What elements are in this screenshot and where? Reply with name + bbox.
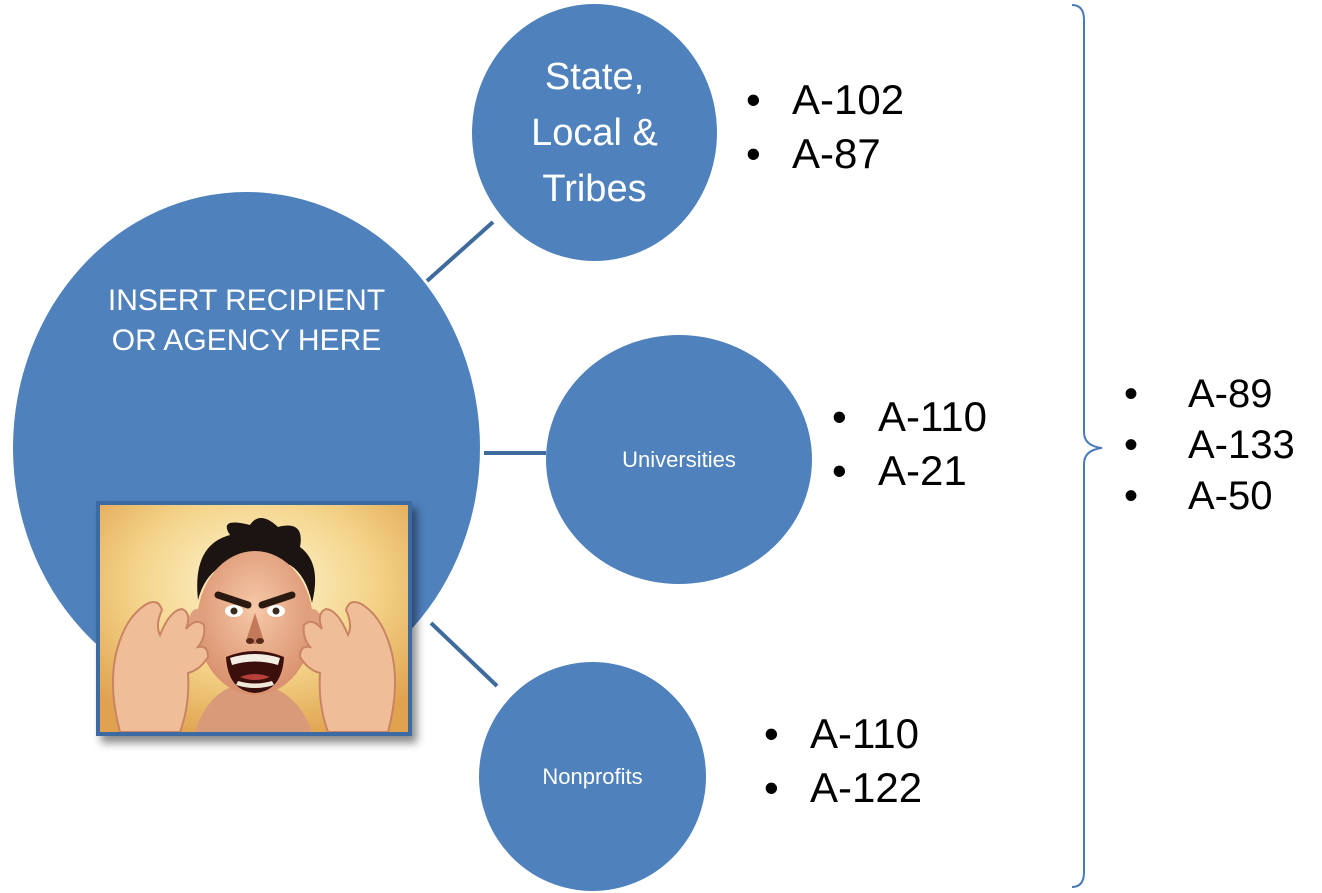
main-recipient-label: INSERT RECIPIENT OR AGENCY HERE — [107, 284, 386, 357]
universities-circle: Universities — [546, 335, 812, 584]
common-circulars-list: A-89 A-133 A-50 — [1124, 369, 1295, 522]
universities-label: Universities — [622, 446, 736, 472]
nonprofits-circle: Nonprofits — [479, 662, 706, 891]
universities-circulars-list: A-110 A-21 — [832, 390, 987, 498]
list-item: A-133 — [1124, 420, 1295, 471]
state-circulars-list: A-102 A-87 — [746, 73, 904, 181]
list-item: A-89 — [1124, 369, 1295, 420]
connector-nonprofits — [429, 621, 499, 688]
nonprofits-circulars-list: A-110 A-122 — [764, 707, 922, 815]
nonprofits-label: Nonprofits — [542, 763, 643, 789]
frustrated-man-photo — [96, 501, 412, 736]
list-item: A-122 — [764, 761, 922, 815]
connector-state — [425, 220, 495, 283]
list-item: A-50 — [1124, 471, 1295, 522]
state-local-tribes-label: State, Local & Tribes — [531, 55, 658, 210]
state-local-tribes-circle: State, Local & Tribes — [472, 4, 717, 261]
list-item: A-102 — [746, 73, 904, 127]
list-item: A-21 — [832, 444, 987, 498]
list-item: A-110 — [764, 707, 922, 761]
list-item: A-87 — [746, 127, 904, 181]
list-item: A-110 — [832, 390, 987, 444]
right-brace — [1071, 4, 1103, 888]
